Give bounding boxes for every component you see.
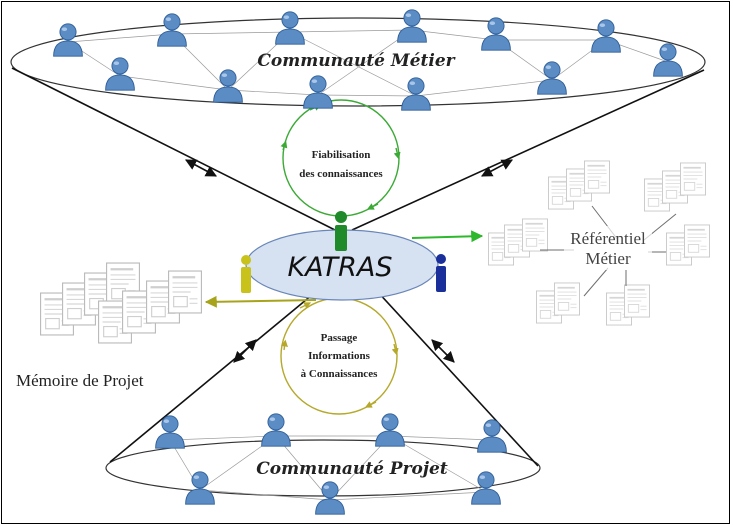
double-arrow-icon [431, 339, 455, 363]
memoire-documents: Mémoire de Projet [16, 262, 202, 390]
funnel-lines [11, 67, 705, 467]
user-icon [185, 471, 215, 505]
funnel-bottom-left [109, 289, 319, 463]
bottom-cycle: Passage Informations à Connaissances [280, 297, 399, 415]
bottom-cycle-line2: Informations [308, 350, 370, 362]
top-cycle-line2: des connaissances [299, 168, 383, 180]
user-icon [303, 75, 333, 109]
double-arrow-icon [481, 159, 513, 177]
double-arrow-icon [185, 159, 217, 177]
bottom-cycle-line3: à Connaissances [301, 368, 378, 380]
top-community-ring [10, 17, 706, 107]
arrow-to-referentiel [411, 230, 484, 243]
document-icon [168, 270, 202, 314]
user-icon [213, 69, 243, 103]
document-icon [684, 224, 710, 258]
bottom-community-ring [105, 439, 541, 497]
top-community-label: Communauté Métier [257, 51, 455, 71]
top-cycle-line1: Fiabilisation [312, 149, 371, 161]
memoire-label: Mémoire de Projet [16, 371, 144, 390]
bottom-community [105, 435, 541, 501]
document-icon [584, 160, 610, 194]
funnel-top-right [351, 69, 705, 231]
bottom-community-links [169, 435, 493, 501]
referentiel-line1: Référentiel [570, 229, 646, 248]
green-agent-icon [335, 211, 347, 251]
user-icon [315, 481, 345, 515]
referentiel-line2: Métier [585, 249, 631, 268]
user-icon [375, 413, 405, 447]
user-icon [397, 9, 427, 43]
user-icon [157, 13, 187, 47]
user-icon [477, 419, 507, 453]
referentiel-documents: Référentiel Métier [488, 160, 710, 326]
document-icon [680, 162, 706, 196]
yellow-agent-icon [241, 255, 251, 293]
user-icon [401, 77, 431, 111]
user-icon [261, 413, 291, 447]
document-icon [522, 218, 548, 252]
user-icon [105, 57, 135, 91]
funnel-top-left [11, 67, 336, 231]
katras-hub: KATRAS [241, 211, 446, 301]
double-arrow-icon [233, 339, 257, 363]
bottom-community-label: Communauté Projet [256, 459, 448, 479]
document-icon [554, 282, 580, 316]
document-icon [624, 284, 650, 318]
blue-agent-icon [436, 254, 446, 292]
funnel-bottom-right [375, 289, 539, 467]
katras-label: KATRAS [287, 252, 392, 283]
user-icon [537, 61, 567, 95]
user-icon [653, 43, 683, 77]
bottom-cycle-line1: Passage [321, 332, 358, 344]
double-arrows [185, 159, 513, 363]
top-cycle: Fiabilisation des connaissances [280, 99, 401, 217]
user-icon [591, 19, 621, 53]
arrow-to-memoire [204, 295, 317, 308]
user-icon [275, 11, 305, 45]
